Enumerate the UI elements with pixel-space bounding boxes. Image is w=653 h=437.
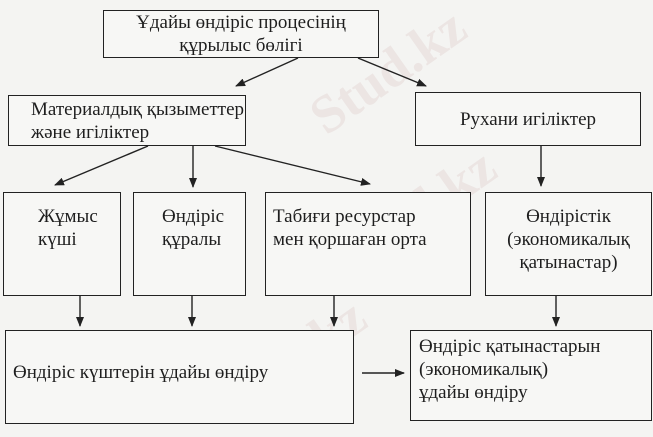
node-labour-label: Жұмыс	[38, 206, 98, 227]
node-relations-reproduction: Өндіріс қатынастарын (экономикалық) ұдай…	[410, 330, 652, 421]
node-relations-label: қатынастар)	[519, 252, 618, 273]
node-material-label: Материалдық қызыметтер	[31, 99, 244, 120]
node-relations-label: (экономикалық	[507, 229, 630, 250]
arrow-root-material	[235, 57, 299, 87]
node-material-label: және игіліктер	[31, 122, 150, 143]
node-relations-reproduction-label: ұдайы өндіру	[419, 382, 528, 403]
node-means-label: құралы	[162, 229, 222, 250]
node-relations-label: Өндірістік	[526, 206, 611, 227]
node-relations-reproduction-label: Өндіріс қатынастарын	[419, 336, 601, 357]
arrow-material-labour	[54, 145, 149, 186]
arrow-root-spiritual	[357, 57, 427, 87]
node-root-label: Ұдайы өндіріс процесінің құрылыс бөлігі	[136, 12, 346, 56]
node-relations-reproduction-label: (экономикалық)	[419, 359, 549, 380]
node-forces-reproduction: Өндіріс күштерін ұдайы өндіру	[5, 330, 354, 424]
node-nature-label: мен қоршаған орта	[273, 229, 427, 250]
arrow-material-nature	[214, 145, 371, 186]
node-nature-label: Табиғи ресурстар	[273, 206, 416, 227]
node-forces-reproduction-label: Өндіріс күштерін ұдайы өндіру	[13, 362, 269, 383]
node-means: Өндіріс құралы	[133, 192, 246, 296]
node-relations: Өндірістік (экономикалық қатынастар)	[485, 192, 652, 296]
node-spiritual: Рухани игіліктер	[415, 92, 641, 146]
node-spiritual-label: Рухани игіліктер	[459, 108, 597, 130]
node-means-label: Өндіріс	[162, 206, 225, 227]
node-labour-label: күші	[38, 229, 77, 250]
node-nature: Табиғи ресурстар мен қоршаған орта	[265, 192, 471, 296]
node-labour: Жұмыс күші	[3, 192, 121, 296]
node-material: Материалдық қызыметтер және игіліктер	[8, 95, 246, 146]
connector-arrows	[54, 57, 560, 377]
node-root: Ұдайы өндіріс процесінің құрылыс бөлігі	[103, 10, 379, 58]
